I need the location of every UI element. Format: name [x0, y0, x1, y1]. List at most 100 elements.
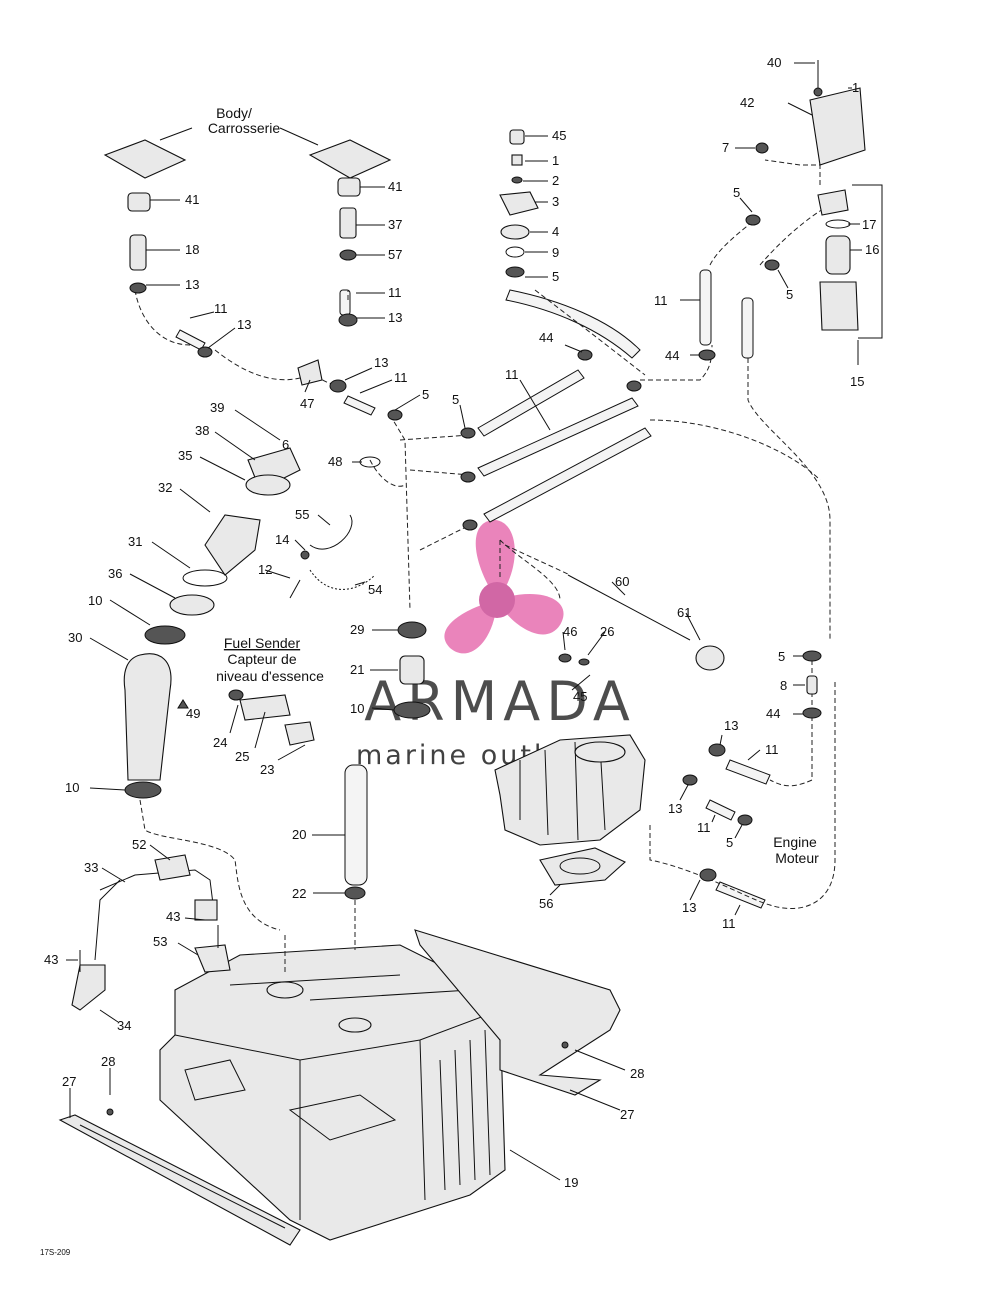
callout-42: 42 — [740, 95, 754, 110]
callout-49: 49 — [186, 706, 200, 721]
tee-fitting-47 — [297, 359, 323, 386]
choke-cable-60 — [567, 574, 691, 641]
callout-25: 25 — [235, 749, 249, 764]
callout-19: 19 — [564, 1175, 578, 1190]
callout-3: 3 — [552, 194, 559, 209]
callout-1: 1 — [852, 80, 859, 95]
note-engine-line2: Moteur — [775, 850, 819, 866]
callout-14: 14 — [275, 532, 289, 547]
callout-37: 37 — [388, 217, 402, 232]
hose-11-low — [483, 427, 652, 523]
clamp-10-lower — [124, 781, 162, 799]
clamp-13-a — [129, 282, 147, 294]
bracket-bolt-plate — [194, 899, 218, 921]
gasket-56 — [539, 847, 626, 886]
callout-30: 30 — [68, 630, 82, 645]
clamp-10-sender — [393, 701, 431, 719]
carb-throat — [574, 741, 626, 763]
callout-17: 17 — [862, 217, 876, 232]
clamp-10-upper — [144, 625, 186, 645]
o-ring-17 — [825, 219, 851, 229]
callout-5: 5 — [786, 287, 793, 302]
fuel-filter-assembly — [755, 60, 883, 339]
callout-44: 44 — [665, 348, 679, 363]
callout-16: 16 — [865, 242, 879, 257]
o-ring-9 — [505, 246, 525, 258]
fitting-8 — [806, 675, 818, 695]
callout-54: 54 — [368, 582, 382, 597]
clamp-5-a — [387, 409, 403, 421]
valve-body-3 — [499, 191, 539, 216]
nut-46 — [558, 653, 572, 663]
callout-4: 4 — [552, 224, 559, 239]
callout-24: 24 — [213, 735, 227, 750]
bracket-34 — [71, 964, 106, 1011]
tank-support-plates — [58, 929, 621, 1246]
clamp-13-f — [682, 774, 698, 786]
knob-61 — [695, 645, 725, 671]
callout-41: 41 — [185, 192, 199, 207]
clamp-29 — [397, 621, 427, 639]
filter-element-16 — [825, 235, 851, 275]
callout-55: 55 — [295, 507, 309, 522]
pin-12 — [289, 579, 301, 599]
callout-48: 48 — [328, 454, 342, 469]
callout-7: 7 — [722, 140, 729, 155]
callout-18: 18 — [185, 242, 199, 257]
callout-34: 34 — [117, 1018, 131, 1033]
filter-head-15 — [817, 189, 849, 216]
hose-11-engine-a — [725, 759, 771, 785]
clamp-5-c — [460, 471, 476, 483]
callout-13: 13 — [682, 900, 696, 915]
callout-57: 57 — [388, 247, 402, 262]
hose-lines — [123, 159, 836, 975]
callout-11: 11 — [505, 367, 519, 382]
screw-28-left — [106, 1108, 114, 1116]
hose-11-vent-top — [505, 289, 641, 359]
callout-60: 60 — [615, 574, 629, 589]
callout-56: 56 — [539, 896, 553, 911]
callout-45: 45 — [552, 128, 566, 143]
clamp-13-g — [699, 868, 717, 882]
screw-1 — [511, 154, 523, 166]
callout-22: 22 — [292, 886, 306, 901]
callout-5: 5 — [778, 649, 785, 664]
clamp-44-b — [626, 380, 642, 392]
hose-vent — [741, 297, 754, 359]
body-plate-right — [308, 139, 392, 179]
ring-2 — [511, 176, 523, 184]
hose-11-mid — [477, 397, 639, 477]
tether-54 — [309, 569, 376, 590]
hose-11-right — [699, 269, 712, 346]
callout-26: 26 — [600, 624, 614, 639]
callout-27: 27 — [62, 1074, 76, 1089]
callout-10: 10 — [88, 593, 102, 608]
callout-31: 31 — [128, 534, 142, 549]
callout-29: 29 — [350, 622, 364, 637]
callout-1: 1 — [552, 153, 559, 168]
callout-10: 10 — [65, 780, 79, 795]
callout-43: 43 — [166, 909, 180, 924]
clip-52 — [154, 854, 191, 881]
fitting-37 — [339, 207, 357, 239]
note-body-line1: Body/ — [216, 105, 252, 121]
callout-52: 52 — [132, 837, 146, 852]
support-plate-right — [414, 929, 621, 1096]
hose-11-left — [175, 329, 206, 351]
callout-28: 28 — [630, 1066, 644, 1081]
clamp-57 — [339, 249, 357, 261]
carburetor — [494, 734, 646, 886]
callout-11: 11 — [214, 301, 228, 316]
seal-24 — [228, 689, 244, 701]
callout-13: 13 — [668, 801, 682, 816]
callout-8: 8 — [780, 678, 787, 693]
callout-5: 5 — [733, 185, 740, 200]
tank-sender-port — [338, 1017, 372, 1033]
callout-11: 11 — [388, 285, 402, 300]
callout-13: 13 — [388, 310, 402, 325]
body-plate-left — [103, 139, 187, 179]
callout-53: 53 — [153, 934, 167, 949]
hose-11-engine-b — [705, 799, 736, 821]
